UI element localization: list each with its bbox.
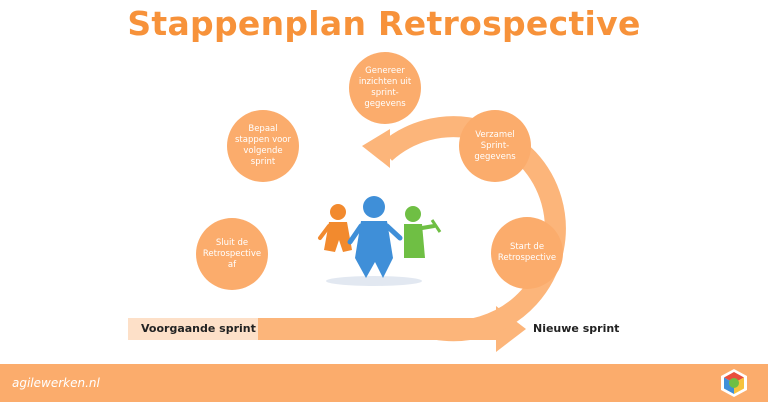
step-decide-actions: Bepaal stappen voor volgende sprint [227, 110, 299, 182]
step-close-retrospective: Sluit de Retrospective af [196, 218, 268, 290]
agile-werken-logo [721, 369, 747, 397]
next-sprint-label: Nieuwe sprint [533, 322, 620, 335]
site-link[interactable]: agilewerken.nl [12, 376, 100, 390]
team-figures-icon [318, 196, 442, 286]
page-title: Stappenplan Retrospective [127, 4, 641, 43]
footer-bar: agilewerken.nl [0, 364, 768, 402]
step-start-retrospective: Start de Retrospective [491, 217, 563, 289]
cycle-arrowhead [362, 129, 390, 168]
previous-sprint-bar [128, 318, 258, 340]
cycle-arc [377, 116, 566, 342]
step-generate-insights: Genereer inzichten uit sprint-gegevens [349, 52, 421, 124]
step-gather-data: Verzamel Sprint-gegevens [459, 110, 531, 182]
previous-sprint-label: Voorgaande sprint [141, 322, 256, 335]
